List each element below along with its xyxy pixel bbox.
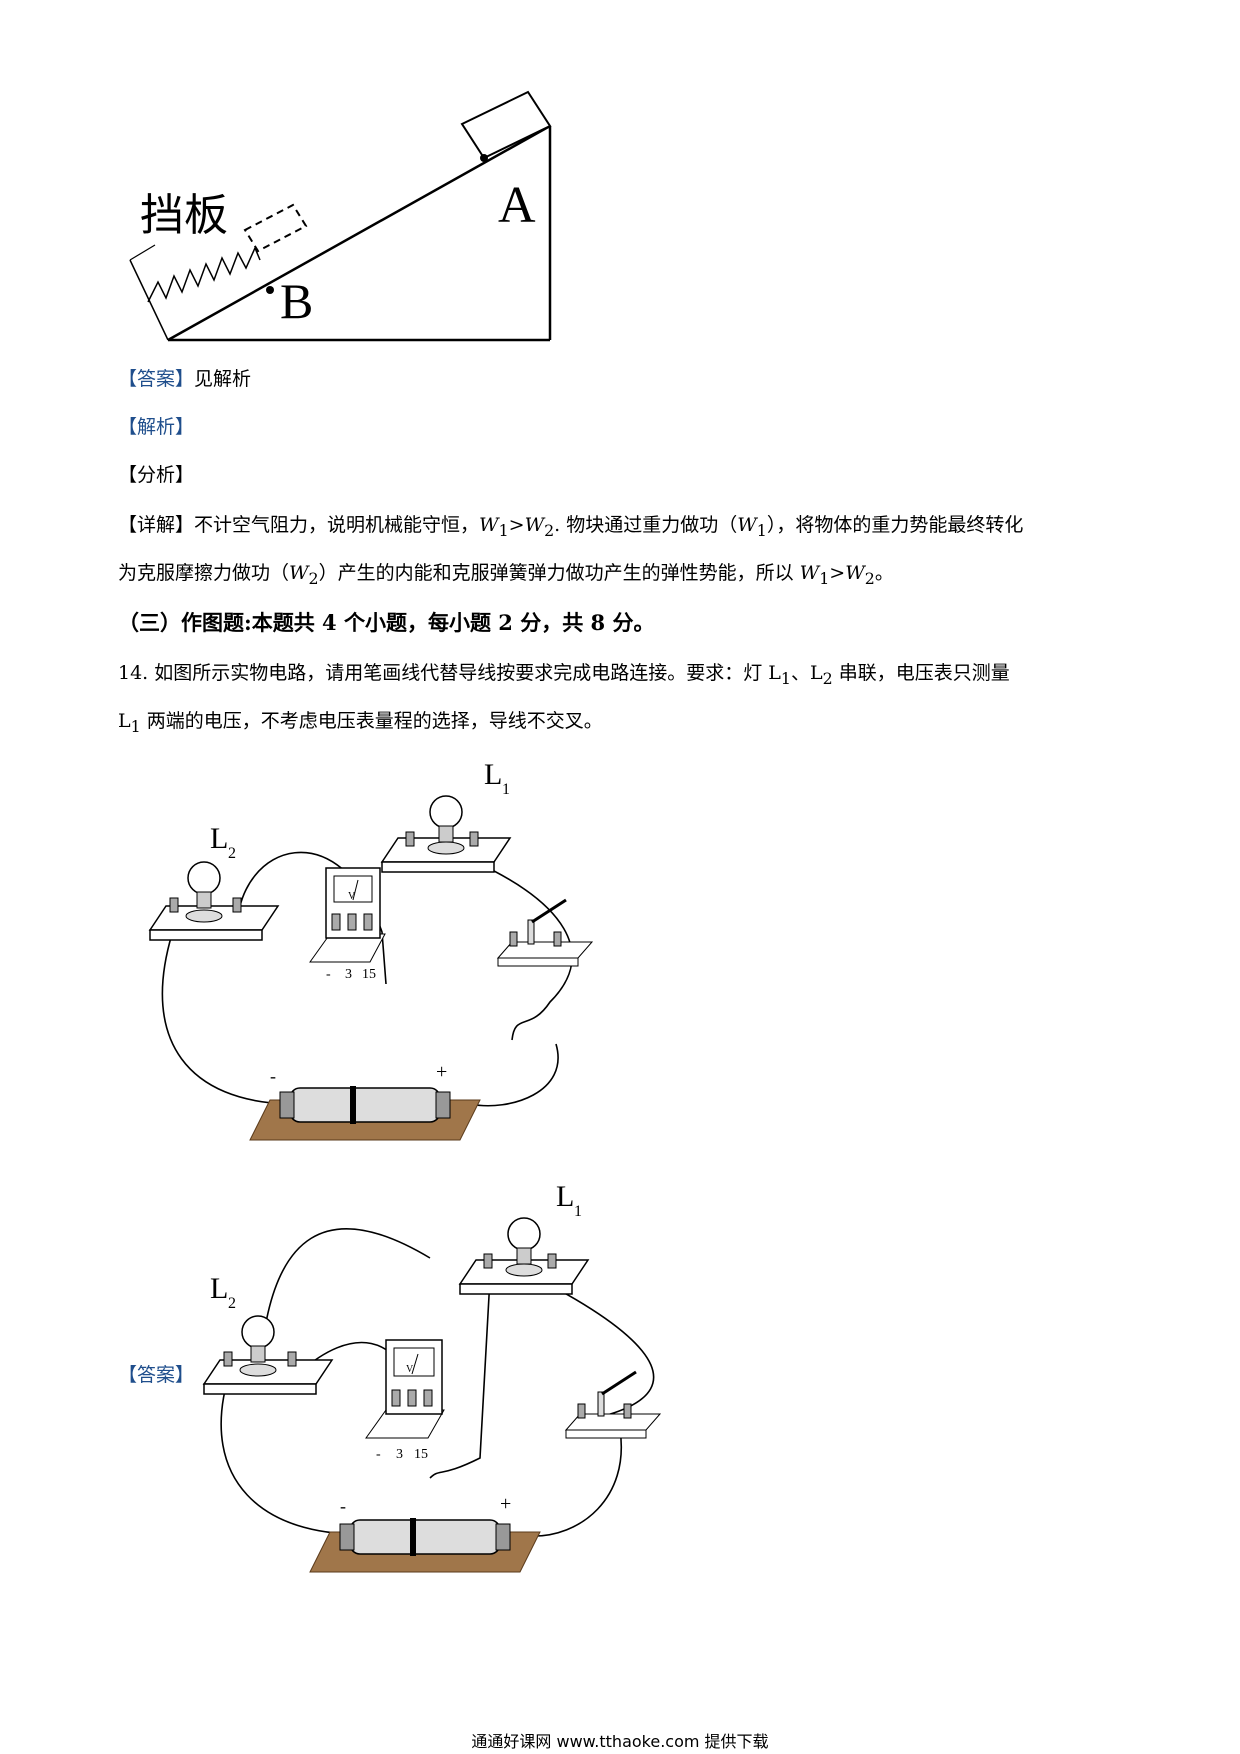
q14-text: 14. 如图所示实物电路，请用笔画线代替导线按要求完成电路连接。要求：灯 L bbox=[118, 662, 781, 684]
l2-label: L bbox=[210, 1272, 228, 1305]
subscript: 2 bbox=[822, 668, 833, 688]
q14-line-1: 14. 如图所示实物电路，请用笔画线代替导线按要求完成电路连接。要求：灯 L1、… bbox=[118, 658, 1010, 694]
switch bbox=[496, 898, 594, 967]
gt-symbol: > bbox=[829, 562, 846, 584]
point-b-label: B bbox=[280, 273, 313, 329]
voltmeter: V - 3 15 bbox=[309, 867, 386, 982]
circuit-question-figure: L 1 L 2 V - 3 15 bbox=[148, 758, 594, 1141]
q14-text: 两端的电压，不考虑电压表量程的选择，导线不交叉。 bbox=[140, 710, 603, 732]
subscript: 1 bbox=[130, 716, 141, 736]
subscript: 1 bbox=[780, 668, 791, 688]
l2-sub: 2 bbox=[228, 1295, 236, 1312]
switch bbox=[564, 1370, 662, 1439]
w-symbol: W bbox=[524, 514, 545, 536]
voltmeter-v: V bbox=[348, 891, 356, 902]
w-subscript: 2 bbox=[864, 568, 875, 588]
l2-label: L bbox=[210, 822, 228, 855]
detail-text: 不计空气阻力，说明机械能守恒， bbox=[194, 514, 480, 536]
w-subscript: 2 bbox=[308, 568, 319, 588]
w-symbol: W bbox=[737, 514, 757, 536]
answer-text: 见解析 bbox=[194, 368, 252, 390]
l2-sub: 2 bbox=[228, 845, 236, 862]
terminal-minus: - bbox=[376, 1447, 381, 1462]
battery-plus: + bbox=[436, 1061, 447, 1083]
voltmeter-v: V bbox=[406, 1364, 414, 1375]
detail-text: ）产生的内能和克服弹簧弹力做功产生的弹性势能，所以 bbox=[318, 562, 800, 584]
circuit-answer-figure: L 1 L 2 V - 3 15 bbox=[202, 1180, 662, 1573]
baffle-label: 挡板 bbox=[140, 191, 228, 240]
terminal-minus: - bbox=[326, 967, 331, 982]
lamp-l1: L 1 bbox=[380, 758, 512, 873]
incline-figure: 挡板 A B bbox=[129, 90, 552, 342]
q14-text: 串联，电压表只测量 bbox=[832, 662, 1010, 684]
l1-sub: 1 bbox=[502, 781, 510, 798]
lamp-l2: L 2 bbox=[148, 822, 280, 941]
terminal-3: 3 bbox=[345, 967, 352, 982]
fenxi-tag: 【分析】 bbox=[118, 464, 195, 486]
detail-text: . 物块通过重力做功（ bbox=[554, 514, 738, 536]
terminal-15: 15 bbox=[362, 967, 376, 982]
page-footer: 通通好课网 www.tthaoke.com 提供下载 bbox=[471, 1732, 769, 1751]
l1-label: L bbox=[556, 1180, 574, 1213]
voltmeter: V - 3 15 bbox=[365, 1339, 445, 1462]
answer-line: 【答案】见解析 bbox=[118, 364, 251, 394]
battery-plus: + bbox=[500, 1493, 511, 1515]
terminal-15: 15 bbox=[414, 1447, 428, 1462]
answer2-tag: 【答案】 bbox=[118, 1364, 195, 1386]
analysis-tag: 【解析】 bbox=[118, 416, 195, 438]
battery: - + bbox=[249, 1061, 481, 1141]
detail-tag: 【详解】 bbox=[118, 514, 195, 536]
battery-minus: - bbox=[340, 1496, 346, 1516]
detail-line-2: 为克服摩擦力做功（W2）产生的内能和克服弹簧弹力做功产生的弹性势能，所以 W1>… bbox=[118, 558, 894, 594]
answer-tag: 【答案】 bbox=[118, 368, 195, 390]
l1-sub: 1 bbox=[574, 1203, 582, 1220]
detail-text: 。 bbox=[874, 562, 894, 584]
w-subscript: 2 bbox=[544, 520, 555, 540]
point-a-label: A bbox=[498, 177, 536, 234]
lamp-l1: L 1 bbox=[458, 1180, 590, 1295]
w-subscript: 1 bbox=[756, 520, 767, 540]
battery-minus: - bbox=[270, 1066, 276, 1086]
l1-label: L bbox=[484, 758, 502, 791]
terminal-3: 3 bbox=[396, 1447, 403, 1462]
detail-text: ），将物体的重力势能最终转化 bbox=[766, 514, 1024, 536]
w-subscript: 1 bbox=[498, 520, 509, 540]
w-symbol: W bbox=[845, 562, 865, 584]
w-symbol: W bbox=[289, 562, 309, 584]
q14-text: 、L bbox=[791, 662, 823, 684]
detail-line-1: 【详解】不计空气阻力，说明机械能守恒，W1>W2. 物块通过重力做功（W1），将… bbox=[118, 510, 1023, 546]
w-symbol: W bbox=[479, 514, 499, 536]
w-symbol: W bbox=[799, 562, 820, 584]
w-subscript: 1 bbox=[819, 568, 830, 588]
section-heading: （三）作图题:本题共 4 个小题，每小题 2 分，共 8 分。 bbox=[118, 610, 655, 635]
lamp-l2: L 2 bbox=[202, 1272, 334, 1395]
gt-symbol: > bbox=[508, 514, 525, 536]
q14-text: L bbox=[118, 710, 131, 732]
detail-text: 为克服摩擦力做功（ bbox=[118, 562, 290, 584]
battery: - + bbox=[309, 1493, 541, 1573]
q14-line-2: L1 两端的电压，不考虑电压表量程的选择，导线不交叉。 bbox=[118, 706, 603, 742]
